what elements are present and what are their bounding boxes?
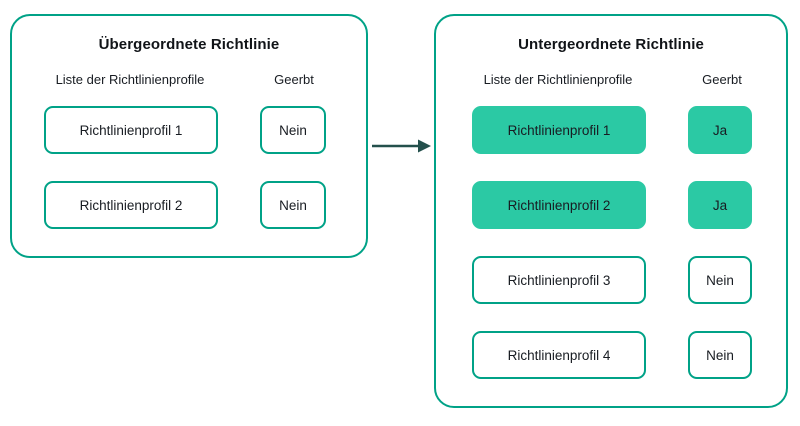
parent-policy-panel: Übergeordnete Richtlinie Liste der Richt… — [10, 14, 368, 258]
parent-policy-title: Übergeordnete Richtlinie — [98, 36, 280, 53]
child-policy-panel: Untergeordnete Richtlinie Liste der Rich… — [434, 14, 788, 408]
table-row: Richtlinienprofil 2 Nein — [12, 181, 366, 229]
table-row: Richtlinienprofil 2 Ja — [436, 181, 786, 229]
parent-column-header-profiles: Liste der Richtlinienprofile — [55, 72, 205, 87]
child-inherited-chip[interactable]: Nein — [688, 256, 752, 304]
child-column-header-profiles: Liste der Richtlinienprofile — [483, 72, 633, 87]
child-column-headers: Liste der Richtlinienprofile Geerbt — [436, 72, 786, 90]
table-row: Richtlinienprofil 3 Nein — [436, 256, 786, 304]
child-profile-chip[interactable]: Richtlinienprofil 2 — [472, 181, 646, 229]
child-inherited-chip[interactable]: Nein — [688, 331, 752, 379]
child-inherited-chip[interactable]: Ja — [688, 106, 752, 154]
parent-column-header-inherited: Geerbt — [274, 72, 314, 87]
parent-inherited-chip[interactable]: Nein — [260, 181, 326, 229]
table-row: Richtlinienprofil 4 Nein — [436, 331, 786, 379]
child-profile-chip[interactable]: Richtlinienprofil 3 — [472, 256, 646, 304]
parent-inherited-chip[interactable]: Nein — [260, 106, 326, 154]
parent-profile-chip[interactable]: Richtlinienprofil 1 — [44, 106, 218, 154]
child-inherited-chip[interactable]: Ja — [688, 181, 752, 229]
table-row: Richtlinienprofil 1 Ja — [436, 106, 786, 154]
table-row: Richtlinienprofil 1 Nein — [12, 106, 366, 154]
parent-profile-chip[interactable]: Richtlinienprofil 2 — [44, 181, 218, 229]
child-policy-title: Untergeordnete Richtlinie — [518, 36, 704, 53]
parent-column-headers: Liste der Richtlinienprofile Geerbt — [12, 72, 366, 90]
child-column-header-inherited: Geerbt — [702, 72, 742, 87]
arrow-right-icon — [368, 132, 436, 160]
child-profile-chip[interactable]: Richtlinienprofil 1 — [472, 106, 646, 154]
child-profile-chip[interactable]: Richtlinienprofil 4 — [472, 331, 646, 379]
